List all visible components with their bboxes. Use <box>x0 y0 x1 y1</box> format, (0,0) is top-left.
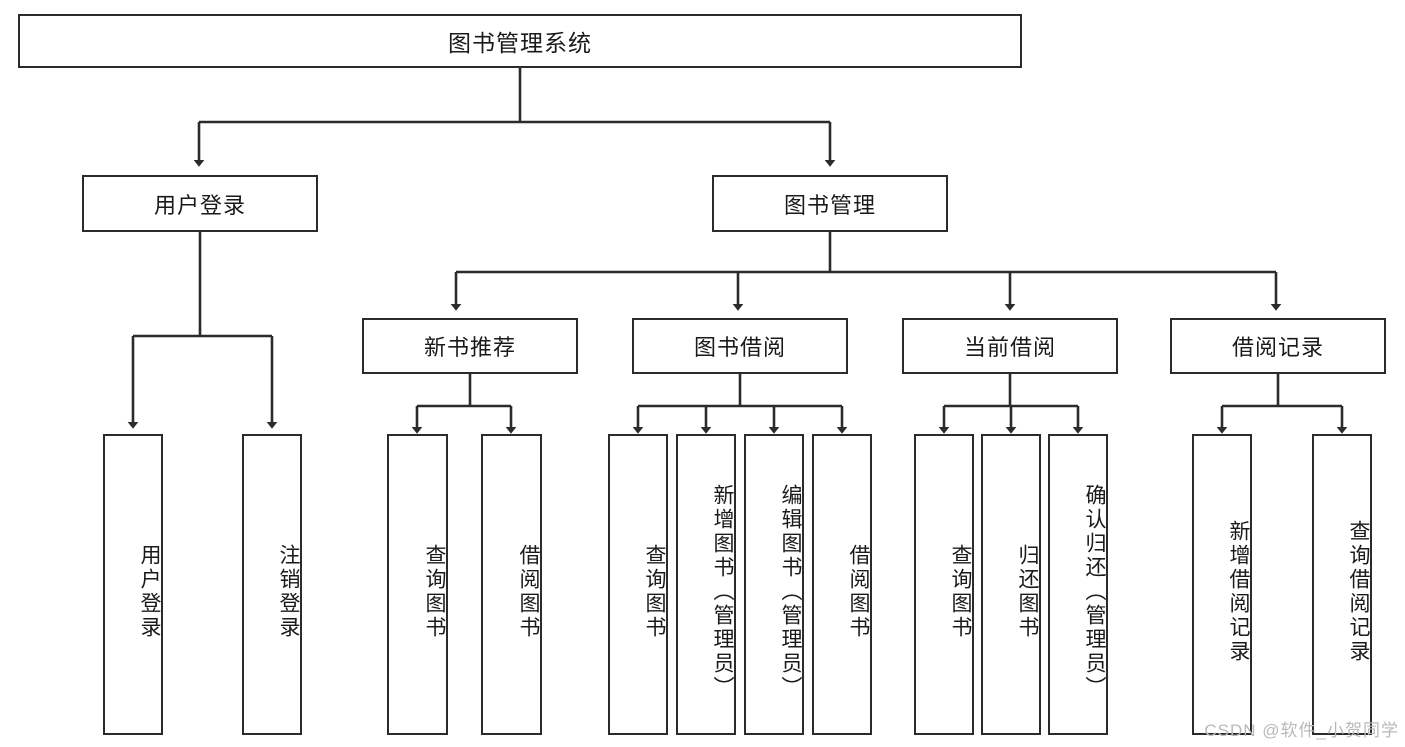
leaf-borrow-record-query-record[interactable]: 查询借阅记录 <box>1312 434 1372 735</box>
leaf-user-login-logout[interactable]: 注销登录 <box>242 434 302 735</box>
node-root-book-management-system[interactable]: 图书管理系统 <box>18 14 1022 68</box>
node-label: 图书借阅 <box>693 335 786 360</box>
node-label: 图书管理系统 <box>448 30 592 56</box>
node-label: 注销登录 <box>277 543 300 640</box>
leaf-new-book-rec-borrow-book[interactable]: 借阅图书 <box>481 434 542 735</box>
node-book-management[interactable]: 图书管理 <box>712 175 948 232</box>
node-label: 新增图书（管理员） <box>711 483 734 700</box>
node-label: 归还图书 <box>1016 543 1039 640</box>
watermark-text: CSDN @软件_小贺同学 <box>1204 721 1399 740</box>
node-label: 查询借阅记录 <box>1347 519 1370 664</box>
leaf-book-borrow-borrow-book[interactable]: 借阅图书 <box>812 434 872 735</box>
node-borrow-record[interactable]: 借阅记录 <box>1170 318 1386 374</box>
node-label: 借阅图书 <box>517 543 540 640</box>
node-label: 借阅记录 <box>1231 335 1324 360</box>
node-label: 查询图书 <box>423 543 446 640</box>
leaf-book-borrow-edit-book-admin[interactable]: 编辑图书（管理员） <box>744 434 804 735</box>
leaf-user-login-login[interactable]: 用户登录 <box>103 434 163 735</box>
node-label: 确认归还（管理员） <box>1083 483 1106 700</box>
node-label: 编辑图书（管理员） <box>779 483 802 700</box>
node-label: 新增借阅记录 <box>1227 519 1250 664</box>
leaf-current-borrow-confirm-return-admin[interactable]: 确认归还（管理员） <box>1048 434 1108 735</box>
leaf-current-borrow-return-book[interactable]: 归还图书 <box>981 434 1041 735</box>
leaf-book-borrow-query-book[interactable]: 查询图书 <box>608 434 668 735</box>
node-new-book-recommend[interactable]: 新书推荐 <box>362 318 578 374</box>
node-label: 当前借阅 <box>963 335 1056 360</box>
leaf-borrow-record-add-record[interactable]: 新增借阅记录 <box>1192 434 1252 735</box>
node-label: 借阅图书 <box>847 543 870 640</box>
node-current-borrow[interactable]: 当前借阅 <box>902 318 1118 374</box>
node-label: 查询图书 <box>643 543 666 640</box>
leaf-new-book-rec-query-book[interactable]: 查询图书 <box>387 434 448 735</box>
node-label: 用户登录 <box>138 543 161 640</box>
node-label: 图书管理 <box>783 192 876 218</box>
node-label: 用户登录 <box>153 192 246 218</box>
node-label: 查询图书 <box>949 543 972 640</box>
leaf-current-borrow-query-book[interactable]: 查询图书 <box>914 434 974 735</box>
node-book-borrow[interactable]: 图书借阅 <box>632 318 848 374</box>
node-user-login[interactable]: 用户登录 <box>82 175 318 232</box>
node-label: 新书推荐 <box>423 335 516 360</box>
leaf-book-borrow-add-book-admin[interactable]: 新增图书（管理员） <box>676 434 736 735</box>
